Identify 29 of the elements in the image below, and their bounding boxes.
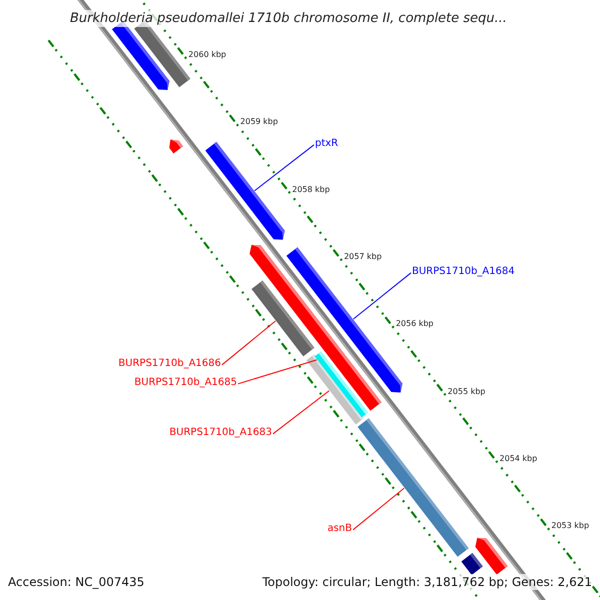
scale-label: 2059 kbp xyxy=(240,117,278,126)
leader-line xyxy=(222,320,276,366)
gene-bar xyxy=(252,280,314,356)
accession-text: Accession: NC_007435 xyxy=(8,574,144,590)
scale-label: 2058 kbp xyxy=(292,184,330,194)
gene-label: BURPS1710b_A1684 xyxy=(412,266,515,277)
leader-line xyxy=(352,272,412,320)
leader-line xyxy=(238,359,318,384)
gene-label: ptxR xyxy=(315,138,338,149)
scale-label: 2055 kbp xyxy=(448,386,486,396)
leader-line xyxy=(352,488,405,530)
gene-bar xyxy=(358,418,469,557)
title: Burkholderia pseudomallei 1710b chromosome II, complete sequ... xyxy=(70,10,507,27)
gene-bar xyxy=(461,553,483,575)
gene-bar xyxy=(314,352,368,418)
scale-label: 2057 kbp xyxy=(344,252,382,261)
scale-label: 2054 kbp xyxy=(500,454,538,463)
scale-label: 2056 kbp xyxy=(396,319,434,328)
gene-label: BURPS1710b_A1685 xyxy=(134,377,237,388)
scale-label: 2053 kbp xyxy=(551,521,590,530)
gene-label: BURPS1710b_A1683 xyxy=(169,427,272,438)
gene-bar xyxy=(169,140,183,154)
summary-text: Topology: circular; Length: 3,181,762 bp; Genes: 2,621 xyxy=(262,574,592,590)
leader-line xyxy=(272,390,330,434)
gene-label: asnB xyxy=(327,523,352,534)
gene-bar xyxy=(205,142,285,240)
gene-label: BURPS1710b_A1686 xyxy=(118,358,221,369)
leader-line xyxy=(254,144,314,192)
scale-label: 2060 kbp xyxy=(188,50,226,59)
